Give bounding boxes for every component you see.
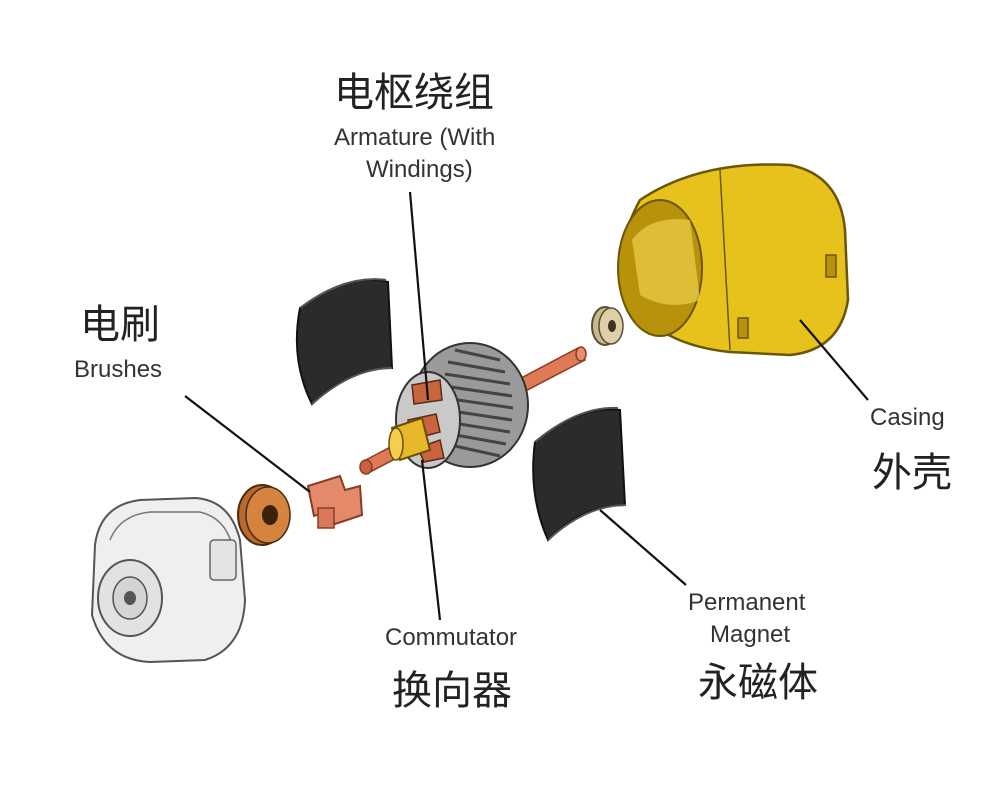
leader-commutator: [420, 459, 442, 621]
leader-lines: [184, 191, 869, 621]
commutator: [388, 416, 432, 462]
magnet-label-cn: 永磁体: [698, 660, 818, 706]
leader-armature: [408, 191, 430, 401]
armature-label-cn: 电枢绕组: [334, 70, 494, 116]
leader-casing: [799, 319, 869, 401]
brush-part: [306, 474, 364, 529]
magnet-label-en-line2: Magnet: [710, 621, 791, 648]
magnet-label-en-line1: Permanent: [688, 589, 806, 616]
commutator-label-cn: 换向器: [392, 668, 512, 714]
magnet-upper: [295, 278, 394, 406]
brushes-label-en: Brushes: [74, 356, 163, 383]
magnet-lower: [532, 406, 627, 542]
brushes-label-cn: 电刷: [80, 302, 160, 348]
end-cap: [90, 496, 247, 664]
washer: [591, 306, 624, 346]
casing-label-cn: 外壳: [872, 450, 952, 496]
casing: [617, 163, 850, 357]
leader-magnet: [599, 509, 687, 586]
armature-label-en-line2: Windings): [366, 156, 473, 183]
bearing: [237, 484, 291, 546]
armature-label-en-line1: Armature (With: [334, 124, 496, 151]
commutator-label-en: Commutator: [385, 624, 518, 651]
leader-brushes: [184, 395, 311, 493]
casing-label-en: Casing: [870, 404, 945, 431]
